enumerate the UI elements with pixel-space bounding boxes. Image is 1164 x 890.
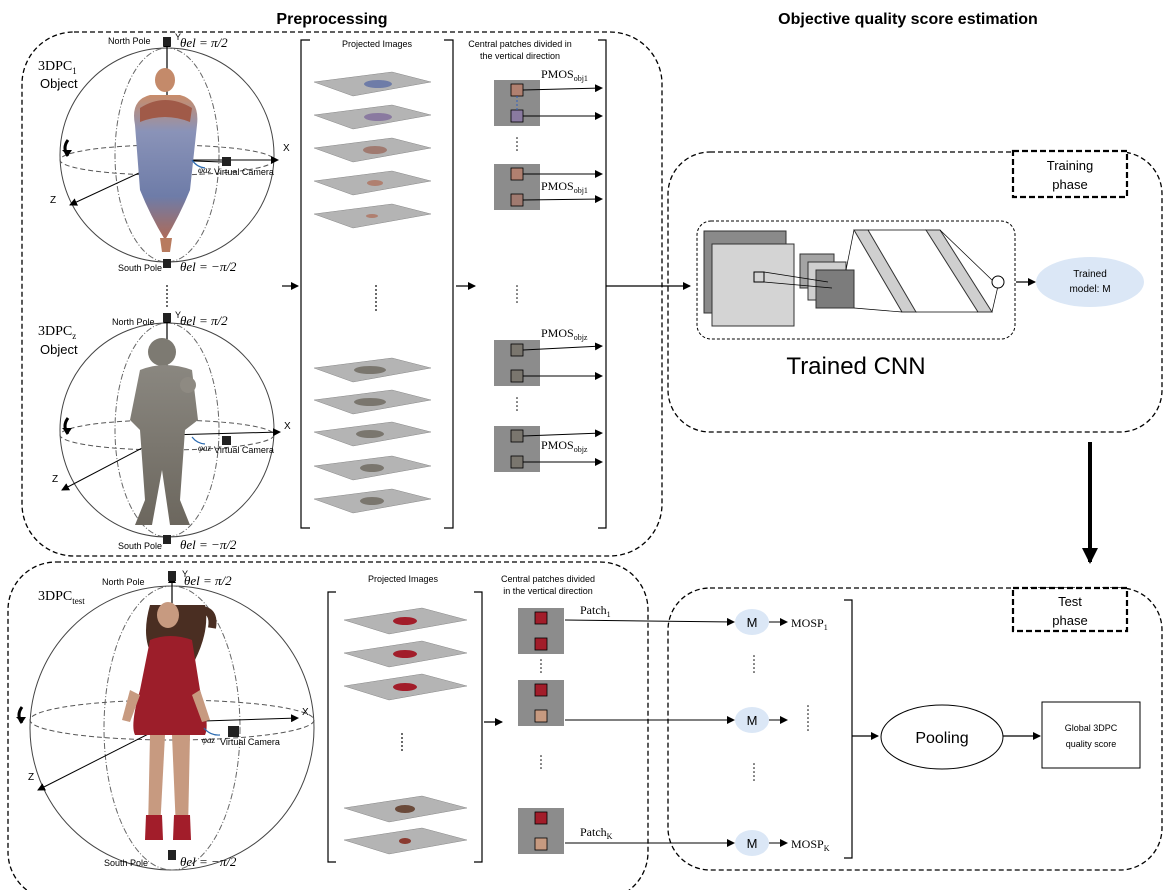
patch-test-2 xyxy=(518,680,564,726)
south-pole-label-test: South Pole xyxy=(104,858,148,868)
patches-bracket-top xyxy=(598,39,607,529)
phi-label: φaz xyxy=(198,165,211,175)
test-phase-tag xyxy=(1011,586,1129,633)
theta-top-label: θel = π/2 xyxy=(180,35,228,50)
theta-top-label-test: θel = π/2 xyxy=(184,573,232,588)
projected-planes-top xyxy=(313,71,432,514)
theta-top-label-z: θel = π/2 xyxy=(180,313,228,328)
obj1-word: Object xyxy=(40,76,78,91)
patch-dots-bottom xyxy=(540,659,542,769)
projected-planes-bottom xyxy=(343,607,468,855)
sphere-gap-dots xyxy=(166,285,168,307)
objz-word: Object xyxy=(40,342,78,357)
trained-model-ellipse xyxy=(1036,257,1144,307)
training-phase-line2: phase xyxy=(1052,177,1087,192)
south-pole-label-z: South Pole xyxy=(118,541,162,551)
test-phase-line2: phase xyxy=(1052,613,1087,628)
test-phase-line1: Test xyxy=(1058,594,1082,609)
virtual-camera-label: Virtual Camera xyxy=(214,167,274,177)
global-score-line1: Global 3DPC xyxy=(1065,723,1118,733)
sphere-test xyxy=(16,571,315,871)
training-phase-line1: Training xyxy=(1047,158,1093,173)
phi-label-z: φaz xyxy=(198,443,211,453)
theta-bottom-label-test: θel = −π/2 xyxy=(180,854,237,869)
projected-dots-bottom xyxy=(401,733,403,751)
preprocessing-header: Preprocessing xyxy=(276,11,387,28)
patch-test-k xyxy=(518,808,564,854)
south-pole-label: South Pole xyxy=(118,263,162,273)
axis-y-label: Y xyxy=(175,32,181,42)
model-node-2: M xyxy=(747,713,758,728)
arrow-patch1-to-m xyxy=(564,617,735,626)
patch-group-2 xyxy=(494,164,603,210)
pmos-label-4: PMOSobjz xyxy=(541,438,588,454)
model-node-1: M xyxy=(747,615,758,630)
preprocessing-test-box xyxy=(7,561,649,890)
axis-x-label-z: X xyxy=(284,421,291,432)
objz-title: 3DPCz xyxy=(38,324,76,341)
training-phase-box xyxy=(667,151,1163,433)
patch-dots-top xyxy=(516,137,518,411)
mosp-label-1: MOSP1 xyxy=(791,616,828,632)
axis-y-label-z: Y xyxy=(175,310,181,320)
preprocessing-training-box xyxy=(21,31,663,557)
model-node-k: M xyxy=(747,836,758,851)
axis-z-label-z: Z xyxy=(52,474,58,485)
theta-bottom-label: θel = −π/2 xyxy=(180,259,237,274)
pmos-label-2: PMOSobj1 xyxy=(541,179,588,195)
axis-z-label-test: Z xyxy=(28,772,34,783)
test-phase-box xyxy=(667,587,1163,871)
virtual-camera-label-z: Virtual Camera xyxy=(214,445,274,455)
central-patches-title-2: the vertical direction xyxy=(480,51,560,61)
north-pole-label-test: North Pole xyxy=(102,577,145,587)
trained-model-line2: model: M xyxy=(1069,284,1110,295)
north-pole-label-z: North Pole xyxy=(112,317,155,327)
model-nodes xyxy=(735,609,769,856)
pmos-label-1: PMOSobj1 xyxy=(541,67,588,83)
patch-test-1 xyxy=(518,608,564,654)
pooling-node xyxy=(880,704,1004,770)
axis-z-label: Z xyxy=(50,195,56,206)
pooling-label: Pooling xyxy=(915,730,968,747)
phi-label-test: φaz xyxy=(202,735,215,745)
test-title: 3DPCtest xyxy=(38,589,85,606)
trained-model-line1: Trained xyxy=(1073,269,1107,280)
patch-group-1 xyxy=(494,80,603,126)
axis-x-label-test: X xyxy=(302,707,309,718)
sphere-objz xyxy=(59,313,281,544)
virtual-camera-label-test: Virtual Camera xyxy=(220,737,280,747)
central-patches-title-test-1: Central patches divided xyxy=(501,574,595,584)
axis-x-label: X xyxy=(283,143,290,154)
patch-group-3 xyxy=(494,340,603,386)
projected-images-title-test: Projected Images xyxy=(368,574,439,584)
global-score-line2: quality score xyxy=(1066,739,1117,749)
sphere-obj1 xyxy=(59,37,279,268)
objective-header: Objective quality score estimation xyxy=(778,11,1038,28)
patch-label-1: Patch1 xyxy=(580,603,611,619)
training-phase-tag xyxy=(1011,149,1129,199)
projected-images-title: Projected Images xyxy=(342,39,413,49)
axis-y-label-test: Y xyxy=(182,569,188,579)
projected-dots-top xyxy=(375,285,377,311)
north-pole-label: North Pole xyxy=(108,36,151,46)
central-patches-title-1: Central patches divided in xyxy=(468,39,572,49)
patch-group-4 xyxy=(494,426,603,472)
pmos-label-3: PMOSobjz xyxy=(541,326,588,342)
obj1-title: 3DPC1 xyxy=(38,59,77,76)
mosp-bracket xyxy=(844,599,853,859)
trained-cnn-label: Trained CNN xyxy=(786,353,925,380)
global-score-box xyxy=(1041,701,1141,769)
central-patches-title-test-2: in the vertical direction xyxy=(503,586,593,596)
cnn-diagram xyxy=(696,220,1016,340)
theta-bottom-label-z: θel = −π/2 xyxy=(180,537,237,552)
test-dots xyxy=(753,655,809,781)
mosp-label-k: MOSPK xyxy=(791,837,830,853)
projected-bracket-top xyxy=(300,39,454,529)
patch-label-k: PatchK xyxy=(580,825,613,841)
projected-bracket-bottom xyxy=(327,591,483,863)
